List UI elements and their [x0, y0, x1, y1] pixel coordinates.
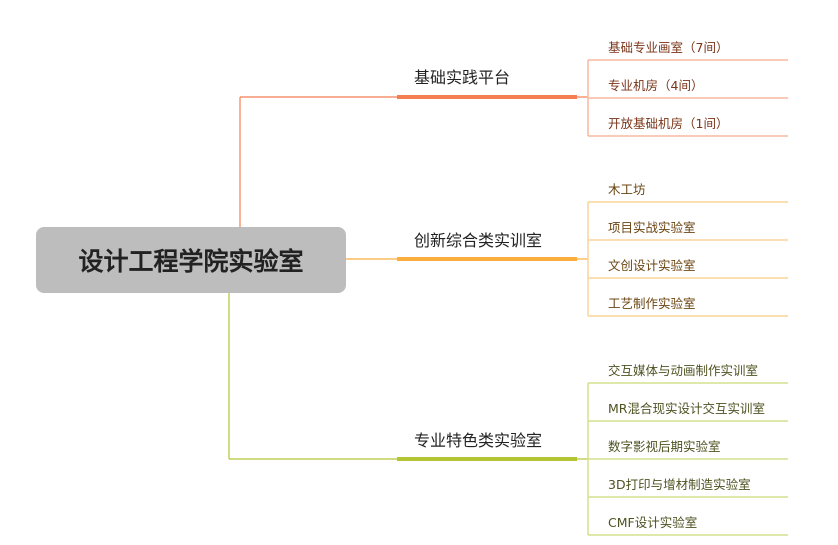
- branch-node-innovation[interactable]: 创新综合类实训室: [414, 231, 543, 250]
- root-node[interactable]: 设计工程学院实验室: [36, 227, 346, 293]
- leaf-node[interactable]: CMF设计实验室: [608, 515, 698, 530]
- branch-node-specialty[interactable]: 专业特色类实验室: [414, 431, 543, 450]
- leaf-node[interactable]: 交互媒体与动画制作实训室: [608, 363, 759, 378]
- leaf-node[interactable]: 3D打印与增材制造实验室: [608, 477, 751, 492]
- branch-node-basic-practice[interactable]: 基础实践平台: [414, 68, 511, 87]
- leaf-node[interactable]: 文创设计实验室: [608, 258, 696, 273]
- leaf-node[interactable]: 开放基础机房（1间）: [608, 116, 729, 131]
- leaf-node[interactable]: 数字影视后期实验室: [608, 439, 721, 454]
- root-label: 设计工程学院实验室: [78, 247, 304, 276]
- leaf-node[interactable]: 项目实战实验室: [608, 220, 696, 235]
- leaf-node[interactable]: MR混合现实设计交互实训室: [608, 401, 765, 416]
- leaf-node[interactable]: 基础专业画室（7间）: [608, 40, 729, 55]
- leaf-node[interactable]: 木工坊: [608, 182, 646, 197]
- leaf-node[interactable]: 专业机房（4间）: [608, 78, 704, 93]
- leaf-node[interactable]: 工艺制作实验室: [608, 296, 696, 311]
